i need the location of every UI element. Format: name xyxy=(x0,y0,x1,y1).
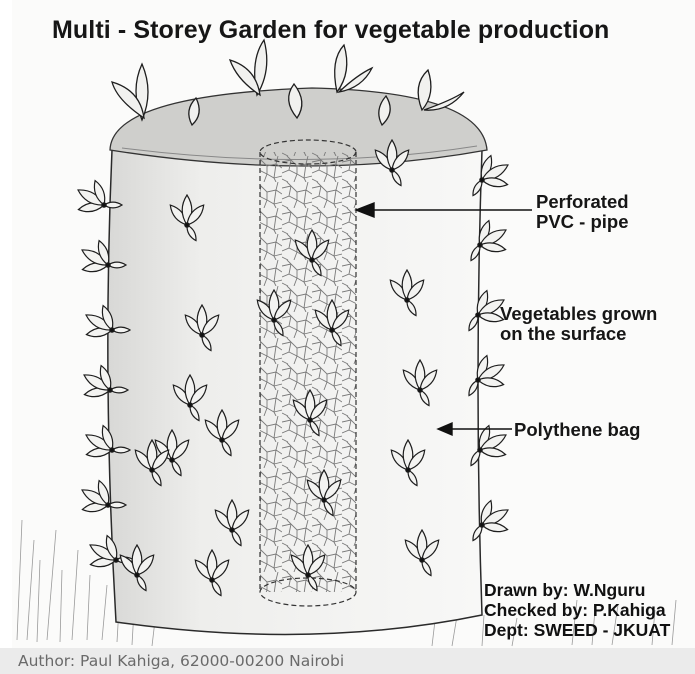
pencil-sketch: Multi - Storey Garden for vegetable prod… xyxy=(12,0,695,648)
label-vegetables-grown: Vegetables grown xyxy=(500,304,657,324)
label-on-the-surface: on the surface xyxy=(500,324,626,344)
label-perforated: Perforated xyxy=(536,192,629,212)
credit-checked-by: Checked by: P.Kahiga xyxy=(484,600,666,620)
author-caption: Author: Paul Kahiga, 62000-00200 Nairobi xyxy=(18,652,344,670)
author-footer: Author: Paul Kahiga, 62000-00200 Nairobi xyxy=(0,648,695,674)
diagram-title: Multi - Storey Garden for vegetable prod… xyxy=(52,16,609,45)
credit-drawn-by: Drawn by: W.Nguru xyxy=(484,580,645,600)
credit-dept: Dept: SWEED - JKUAT xyxy=(484,620,670,640)
label-polythene-bag: Polythene bag xyxy=(514,420,640,440)
pvc-pipe xyxy=(260,140,356,606)
label-pvc-pipe: PVC - pipe xyxy=(536,212,629,232)
